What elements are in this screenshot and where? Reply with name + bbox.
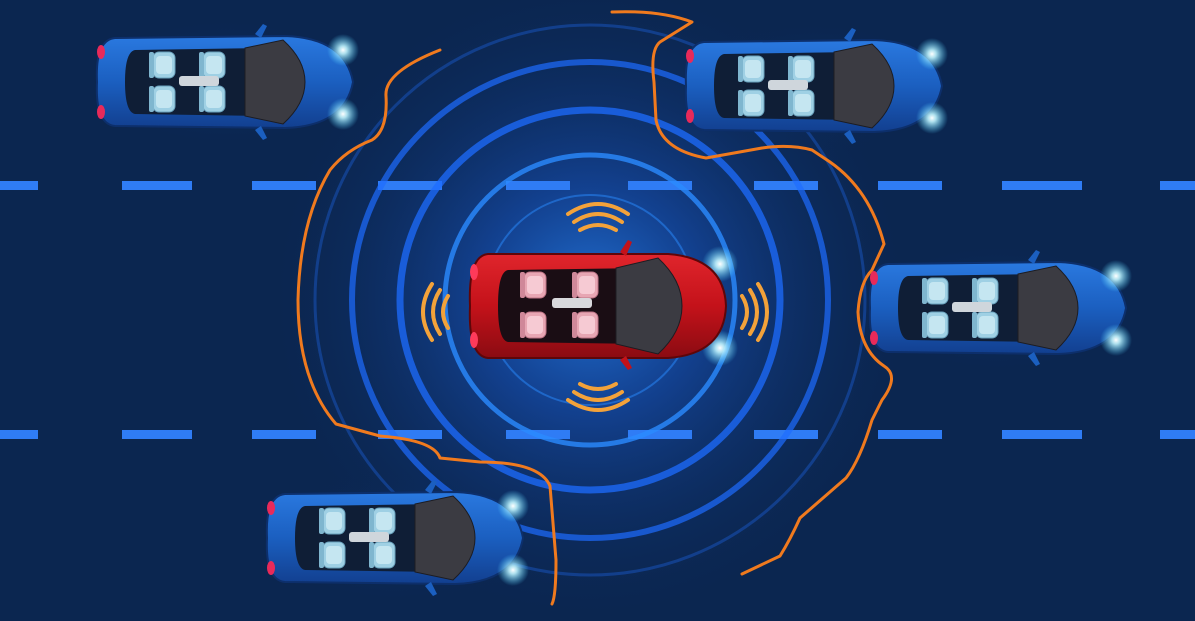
red-car-icon [468, 240, 738, 370]
blue-car-icon-bottom-left [255, 468, 535, 608]
blue-car-icon-top-right [674, 16, 954, 156]
signal-wave-icon-right [740, 282, 769, 342]
signal-wave-icon-top [566, 202, 630, 232]
blue-car-icon-top-left [85, 12, 365, 152]
detection-boundary [296, 10, 893, 606]
lane-line-upper [0, 181, 1195, 190]
blue-car-icon-right [858, 238, 1138, 378]
signal-wave-icon-left [421, 282, 450, 342]
signal-wave-icon-bottom [566, 382, 630, 412]
